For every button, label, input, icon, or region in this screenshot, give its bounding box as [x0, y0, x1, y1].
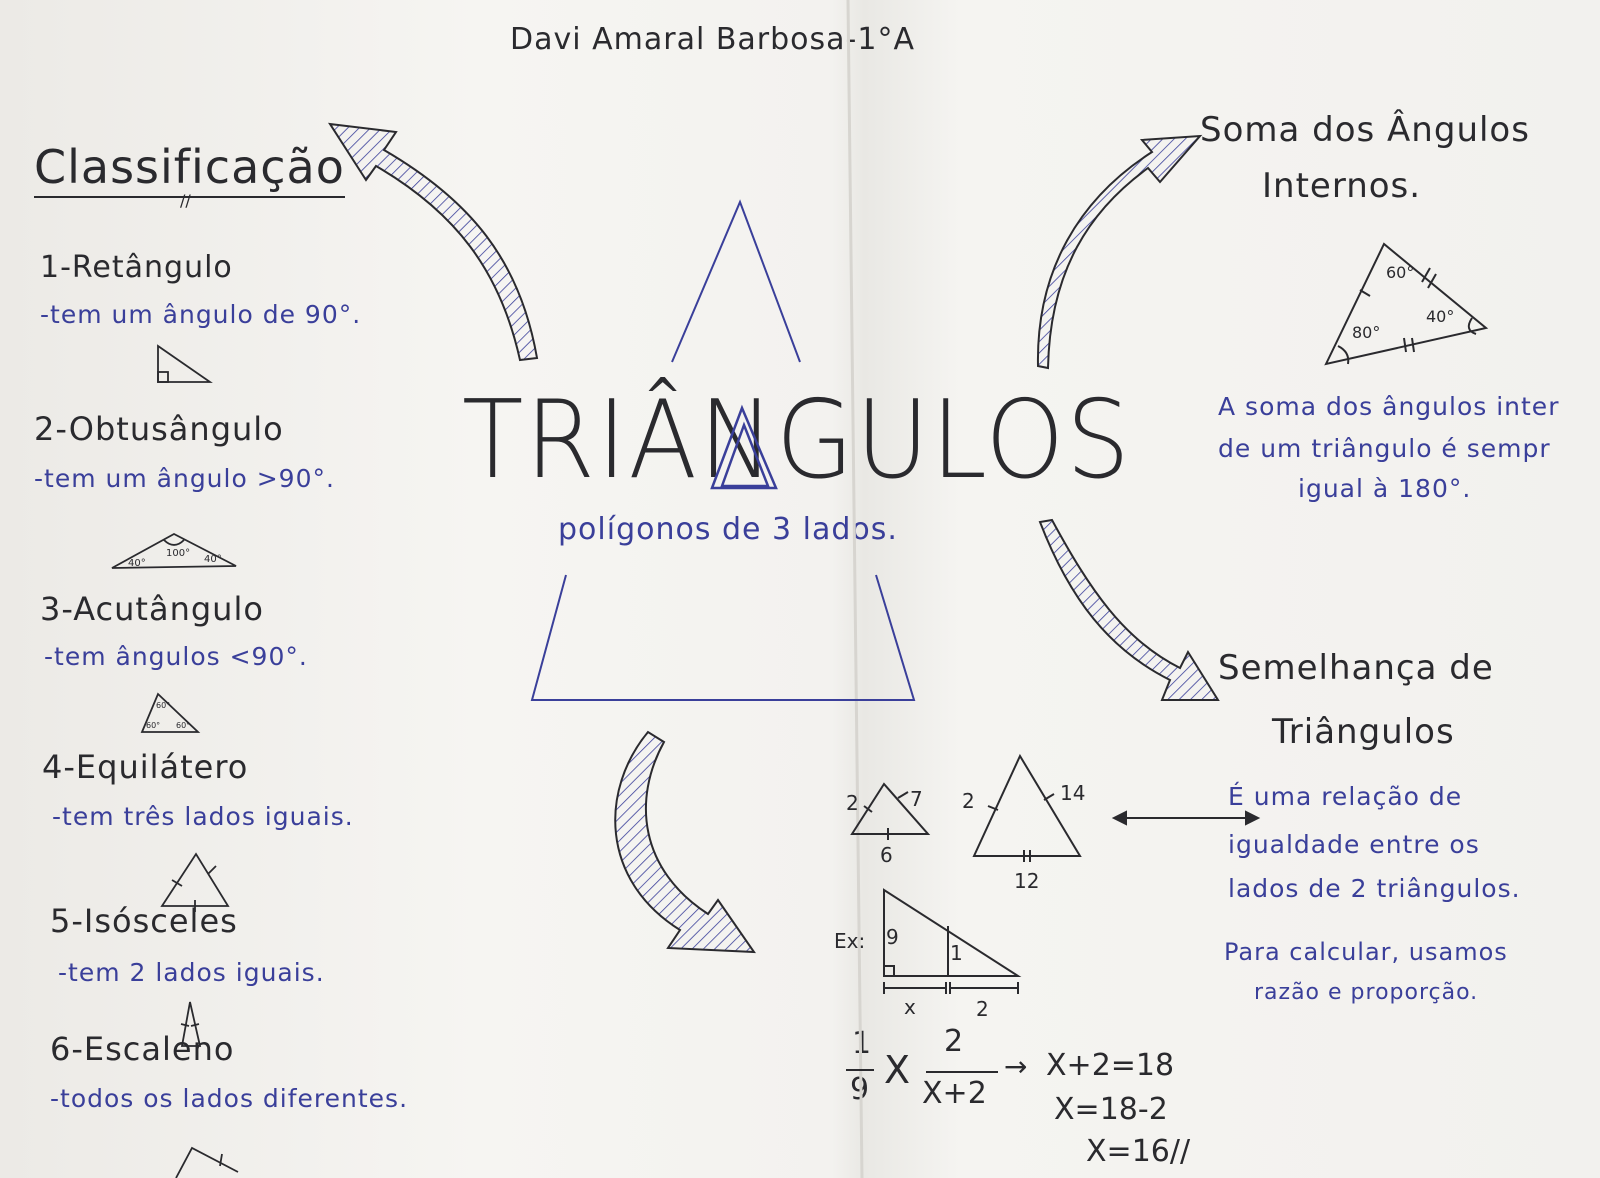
- equation-step3: X=16//: [1086, 1134, 1191, 1169]
- example-base-right: 2: [976, 997, 989, 1021]
- obtuse-angle-left: 40°: [128, 558, 146, 569]
- author-name: Davi Amaral Barbosa-1°A: [510, 22, 915, 57]
- class-item-1-name: 1-Retângulo: [40, 250, 233, 285]
- acute-angle-top: 60°: [156, 701, 170, 710]
- class-item-3-desc: -tem ângulos <90°.: [44, 642, 308, 671]
- sum-heading-line1: Soma dos Ângulos: [1200, 110, 1530, 150]
- sum-angle-top: 60°: [1386, 263, 1414, 282]
- obtuse-triangle-icon: [111, 532, 237, 569]
- right-triangle-icon: [157, 344, 213, 383]
- isosceles-triangle-icon: [180, 1001, 202, 1047]
- sum-arrow-graphic: [1036, 134, 1203, 370]
- central-triangle: [530, 199, 916, 701]
- equation-frac2-num: 2: [944, 1024, 964, 1059]
- sum-text-line3: igual à 180°.: [1298, 474, 1472, 503]
- class-item-2-desc: -tem um ângulo >90°.: [34, 464, 335, 493]
- class-item-5-name: 5-Isósceles: [50, 902, 238, 940]
- class-item-1-desc: -tem um ângulo de 90°.: [40, 300, 362, 329]
- class-item-6-desc: -todos os lados diferentes.: [50, 1084, 409, 1113]
- acute-triangle-icon: [140, 692, 201, 733]
- small-tri-right-label: 7: [910, 787, 923, 811]
- sum-text-line1: A soma dos ângulos inter: [1218, 392, 1560, 421]
- class-item-4-desc: -tem três lados iguais.: [52, 802, 354, 831]
- similarity-arrow-graphic: [1038, 518, 1220, 701]
- class-item-2-name: 2-Obtusângulo: [34, 410, 284, 448]
- scalene-triangle-icon: [175, 1146, 239, 1178]
- similarity-text-line4: Para calcular, usamos: [1224, 938, 1508, 966]
- acute-angle-left: 60°: [146, 721, 160, 730]
- equation-frac2-den: X+2: [922, 1076, 987, 1111]
- big-tri-left-label: 2: [962, 789, 975, 813]
- sum-text-line2: de um triângulo é sempr: [1218, 434, 1551, 463]
- example-right-triangle: [883, 888, 1022, 994]
- example-label: Ex:: [834, 929, 865, 953]
- similarity-text-line1: É uma relação de: [1228, 782, 1463, 811]
- class-item-5-desc: -tem 2 lados iguais.: [58, 958, 325, 987]
- big-tri-base-label: 12: [1014, 869, 1039, 893]
- sum-heading-line2: Internos.: [1262, 166, 1422, 206]
- sum-angle-left: 80°: [1352, 323, 1380, 342]
- example-left-height: 9: [886, 925, 899, 949]
- equation-step2: X=18-2: [1054, 1092, 1168, 1127]
- main-title: TRIÂNGULOS: [462, 378, 1132, 503]
- paper-fold-line: [846, 0, 864, 1178]
- main-subtitle: polígonos de 3 lados.: [558, 512, 898, 547]
- title-a-triangle: [710, 404, 778, 490]
- similar-triangle-small: [850, 782, 931, 840]
- small-tri-base-label: 6: [880, 843, 893, 867]
- sum-triangle: [1324, 242, 1489, 366]
- big-tri-right-label: 14: [1060, 781, 1085, 805]
- similarity-heading-line2: Triângulos: [1272, 712, 1455, 752]
- class-item-6-name: 6-Escaleno: [50, 1030, 235, 1068]
- small-tri-left-label: 2: [846, 791, 859, 815]
- obtuse-angle-right: 40°: [204, 554, 222, 565]
- classification-heading: Classificação: [34, 140, 345, 198]
- classification-arrow: [328, 122, 539, 362]
- similarity-text-line2: igualdade entre os: [1228, 830, 1480, 859]
- similar-triangle-big: [972, 753, 1082, 862]
- example-base-left: x: [904, 995, 916, 1019]
- equation-times: X: [884, 1048, 911, 1092]
- acute-angle-right: 60°: [176, 721, 190, 730]
- equation-step1: X+2=18: [1046, 1048, 1175, 1083]
- sum-angle-right: 40°: [1426, 307, 1454, 326]
- heading-mark: //: [180, 191, 191, 210]
- class-item-3-name: 3-Acutângulo: [40, 590, 264, 628]
- class-item-4-name: 4-Equilátero: [42, 748, 249, 786]
- example-arrow-graphic: [614, 730, 756, 954]
- similarity-heading-line1: Semelhança de: [1218, 648, 1494, 688]
- similarity-text-line3: lados de 2 triângulos.: [1228, 874, 1521, 903]
- equilateral-triangle-icon: [160, 852, 230, 912]
- similarity-text-line5: razão e proporção.: [1254, 980, 1479, 1005]
- equation-arrow: →: [1004, 1050, 1028, 1083]
- obtuse-angle-top: 100°: [166, 548, 190, 559]
- example-inner-height: 1: [950, 941, 963, 965]
- double-arrow: [1111, 810, 1261, 826]
